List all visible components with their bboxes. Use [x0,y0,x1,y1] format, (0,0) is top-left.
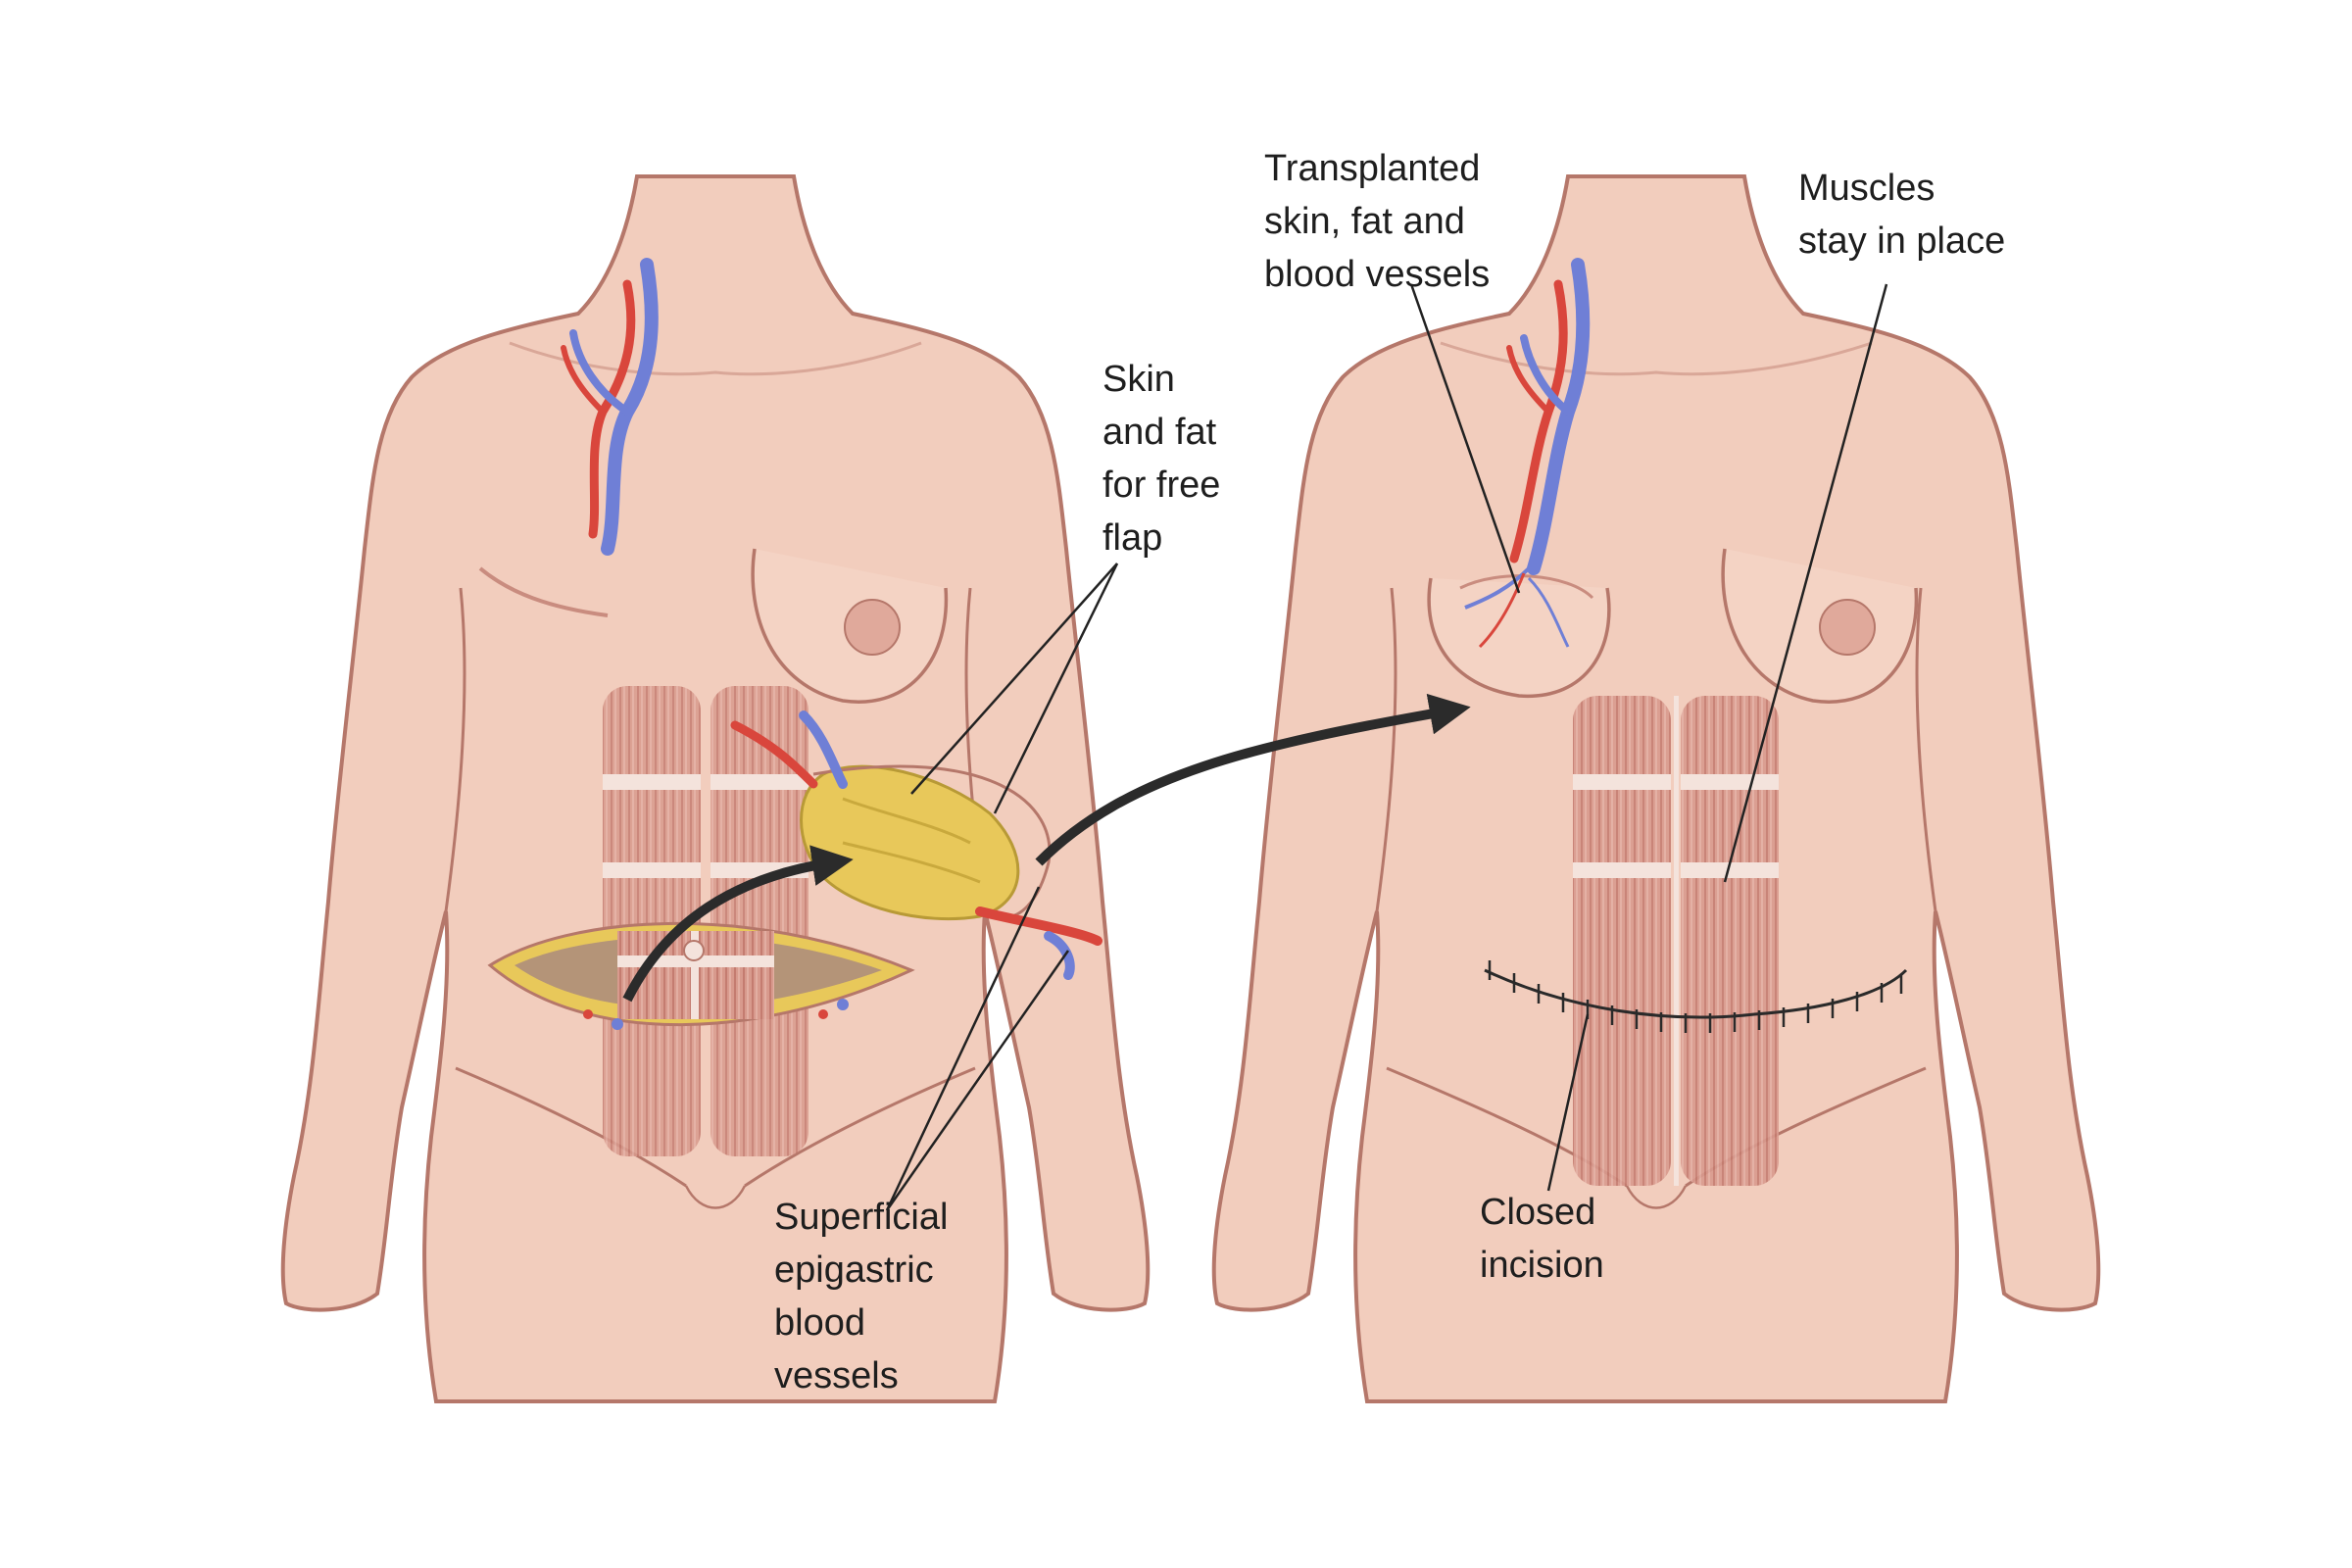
label-muscles-stay: Muscles stay in place [1798,168,2006,262]
label-transplanted-tissue: Transplanted skin, fat and blood vessels [1264,148,1491,295]
left-abdominal-muscles [603,686,808,1156]
mastectomy-scar [478,566,609,617]
reconstructed-breast [1427,577,1611,698]
arrow-incision-to-flap [622,845,854,1003]
right-body-nipple [1819,599,1876,656]
left-torso [280,174,1151,1403]
free-flap [730,710,1102,980]
right-abdominal-muscles [1573,696,1779,1186]
right-torso [1211,174,2101,1403]
open-abdominal-incision [487,922,915,1030]
left-body-nipple [844,599,901,656]
arrow-flap-to-breast [1035,693,1471,866]
label-closed-incision: Closed incision [1480,1192,1604,1286]
label-superficial-epigastric-vessels: Superficial epigastric blood vessels [774,1197,949,1396]
label-skin-fat-flap: Skin and fat for free flap [1102,359,1221,559]
closed-incision-sutures [1484,960,1908,1033]
leader-lines [885,283,1888,1211]
